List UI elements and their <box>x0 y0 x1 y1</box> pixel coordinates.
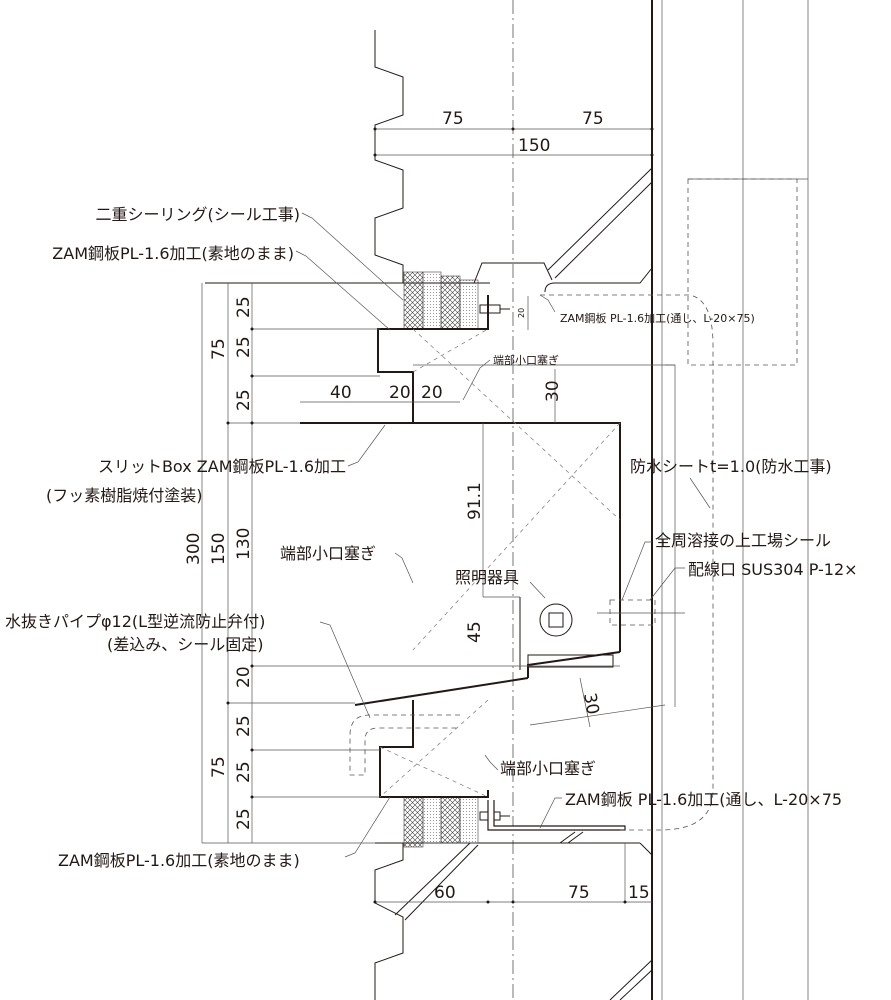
dim-box-45: 45 <box>465 621 485 643</box>
dim-h-20-a: 20 <box>389 383 411 403</box>
dim-top-total: 150 <box>518 136 550 156</box>
concrete-wall-profile <box>374 30 404 1000</box>
label-end-cap-bottom: 端部小口塞ぎ <box>500 759 596 778</box>
label-drain-pipe-2: (差込み、シール固定) <box>107 635 264 654</box>
dim-v-25-e: 25 <box>234 761 254 783</box>
dim-v-total: 300 <box>184 533 204 565</box>
dim-v-25-a: 25 <box>234 296 254 318</box>
dim-h-40: 40 <box>330 383 352 403</box>
label-lighting: 照明器具 <box>455 568 519 587</box>
leader-lines <box>295 212 711 858</box>
dim-slope-30: 30 <box>579 691 602 716</box>
label-end-cap-top: 端部小口塞ぎ <box>493 353 559 367</box>
dim-box-91: 91.1 <box>465 482 485 520</box>
dimension-lines <box>201 127 654 904</box>
label-slit-box-2: (フッ素樹脂焼付塗装) <box>46 486 203 505</box>
label-slit-box-1: スリットBox ZAM鋼板PL-1.6加工 <box>98 457 346 476</box>
screw-top <box>479 304 510 314</box>
label-weld-seal: 全周溶接の上工場シール <box>655 531 831 550</box>
dim-small-20: 20 <box>517 308 526 318</box>
annotation-labels: 二重シーリング(シール工事) ZAM鋼板PL-1.6加工(素地のまま) ZAM鋼… <box>5 205 858 870</box>
dim-v-25-c: 25 <box>234 389 254 411</box>
bottom-bracket <box>375 831 653 1000</box>
dim-v-75-top: 75 <box>209 338 229 360</box>
dim-v-130: 130 <box>234 528 254 560</box>
sealant-blocks-bottom <box>403 796 479 848</box>
bottom-angle-plate <box>487 800 626 831</box>
sealant-blocks-top <box>403 271 479 330</box>
label-zam-angle-top: ZAM鋼板 PL-1.6加工(通し、L-20×75) <box>560 311 755 325</box>
dim-top-right: 75 <box>582 109 604 129</box>
light-fixture-icon <box>539 603 573 637</box>
dim-v-75-bottom: 75 <box>209 756 229 778</box>
dim-v-25-d: 25 <box>234 715 254 737</box>
dim-h-20-b: 20 <box>421 383 443 403</box>
dim-v-150: 150 <box>209 533 229 565</box>
slit-box <box>300 295 676 798</box>
label-drain-pipe-1: 水抜きパイプφ12(L型逆流防止弁付) <box>5 612 265 631</box>
label-zam-plain-top: ZAM鋼板PL-1.6加工(素地のまま) <box>52 244 294 263</box>
drain-pipe <box>349 714 460 776</box>
dim-box-30: 30 <box>543 380 563 402</box>
right-structure-lines <box>651 0 809 1000</box>
label-wiring-port: 配線口 SUS304 P-12× <box>688 560 858 579</box>
dim-bottom-75: 75 <box>568 883 590 903</box>
label-double-sealing: 二重シーリング(シール工事) <box>96 205 301 224</box>
label-end-cap-mid: 端部小口塞ぎ <box>280 544 376 563</box>
label-zam-plain-bottom: ZAM鋼板PL-1.6加工(素地のまま) <box>58 851 300 870</box>
dim-top-left: 75 <box>442 109 464 129</box>
dimension-texts: 75 75 150 300 150 130 75 25 25 25 20 25 … <box>184 109 650 903</box>
dim-v-25-b: 25 <box>234 336 254 358</box>
screw-bottom <box>479 811 510 821</box>
label-zam-angle-bottom: ZAM鋼板 PL-1.6加工(通し、L-20×75 <box>565 790 842 809</box>
dim-bottom-15: 15 <box>628 883 650 903</box>
wiring-port <box>597 599 685 626</box>
dim-v-20: 20 <box>234 666 254 688</box>
dim-v-25-f: 25 <box>234 808 254 830</box>
dim-bottom-60: 60 <box>434 883 456 903</box>
label-waterproof-sheet: 防水シートt=1.0(防水工事) <box>630 457 832 476</box>
